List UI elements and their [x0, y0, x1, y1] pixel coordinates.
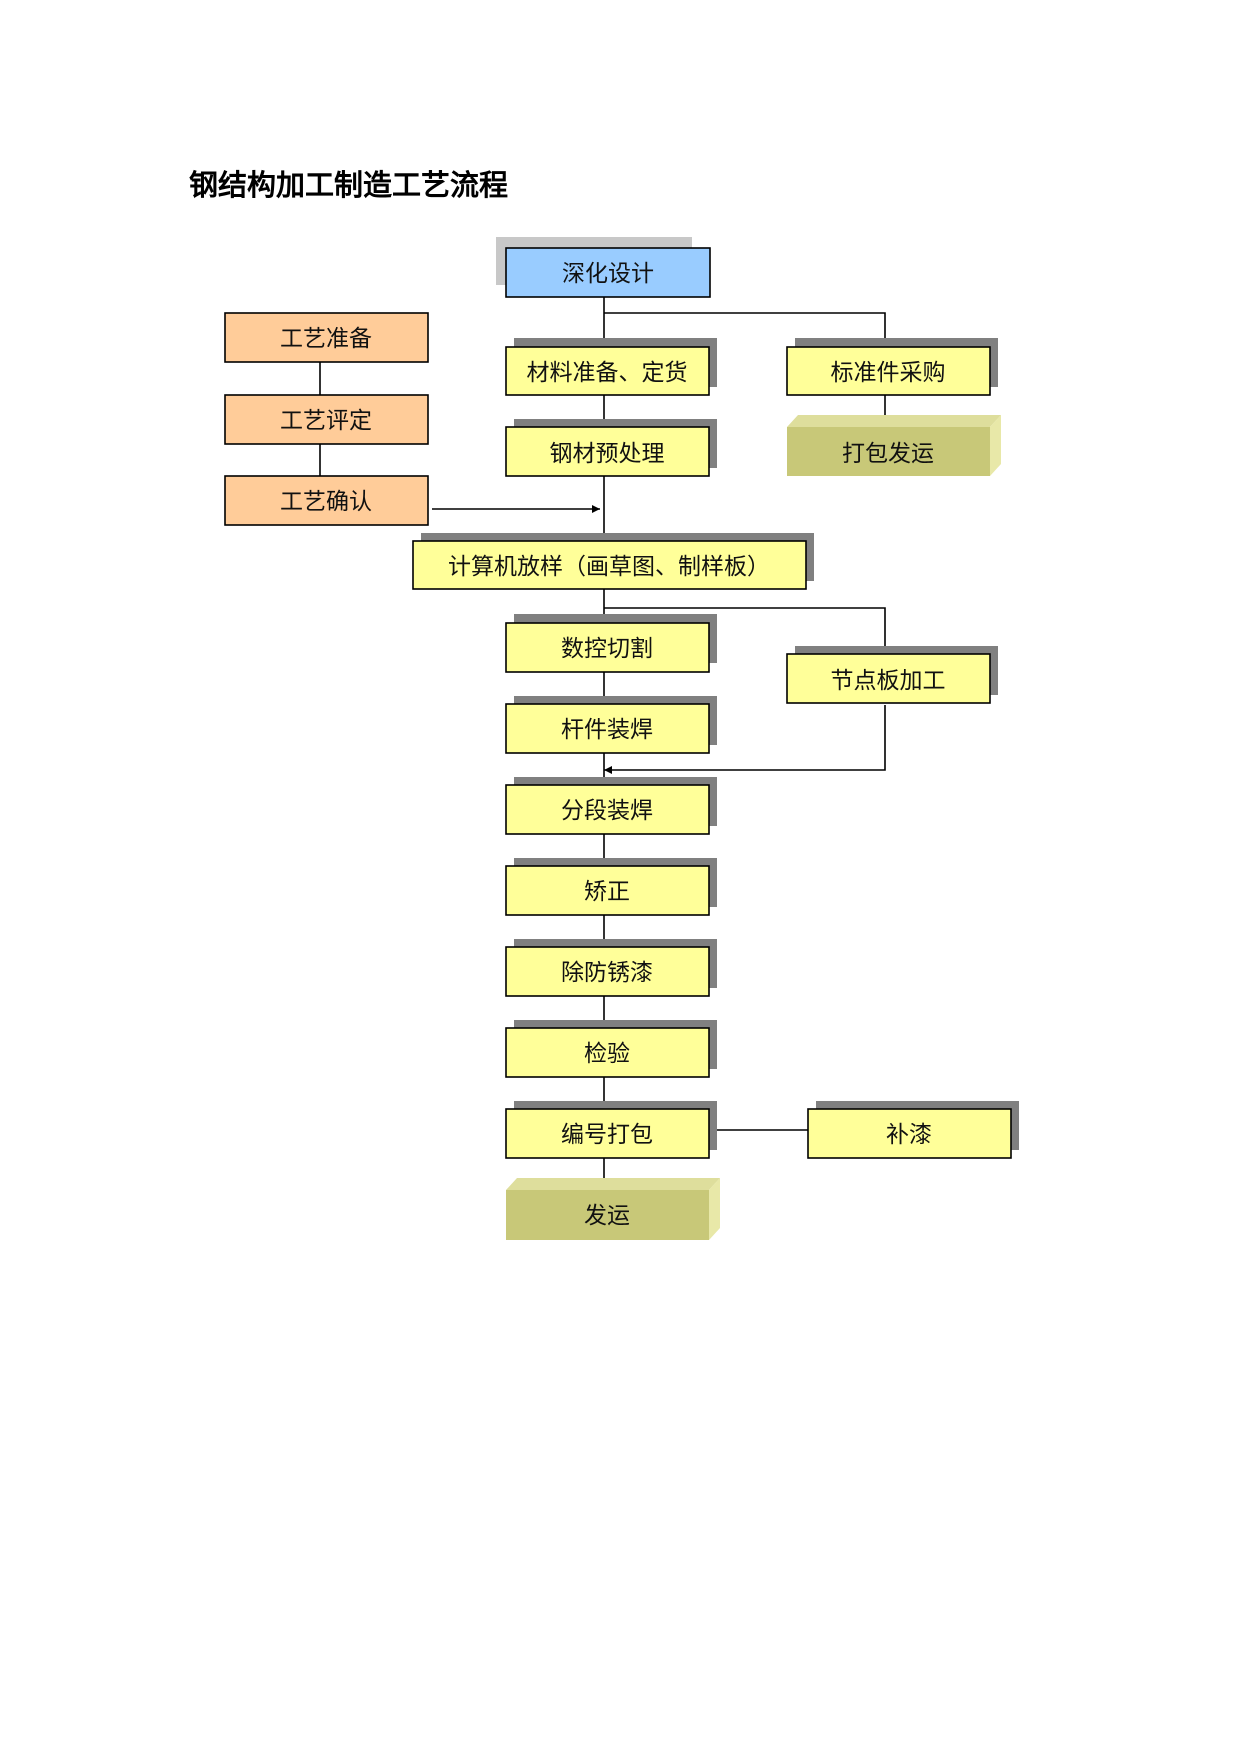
node-label: 材料准备、定货 — [527, 360, 688, 386]
node-label: 工艺评定 — [280, 408, 372, 434]
node-label: 计算机放样（画草图、制样板） — [448, 554, 770, 580]
node-label: 钢材预处理 — [550, 441, 665, 467]
node-node-plate: 节点板加工 — [786, 646, 998, 704]
node-label: 编号打包 — [561, 1122, 653, 1148]
node-label: 发运 — [584, 1203, 630, 1229]
node-label: 工艺准备 — [280, 326, 372, 352]
node-straighten: 矫正 — [505, 858, 717, 916]
node-label: 打包发运 — [842, 441, 934, 467]
node-member-weld: 杆件装焊 — [505, 696, 717, 754]
node-anti-rust: 除防锈漆 — [505, 939, 717, 997]
node-label: 分段装焊 — [561, 798, 653, 824]
node-label: 标准件采购 — [831, 360, 946, 386]
node-label: 杆件装焊 — [561, 717, 653, 743]
node-label: 除防锈漆 — [561, 960, 653, 986]
node-standard-purchase: 标准件采购 — [786, 338, 998, 396]
node-computer-layout: 计算机放样（画草图、制样板） — [412, 533, 814, 590]
node-label: 数控切割 — [561, 636, 653, 662]
page-title: 钢结构加工制造工艺流程 — [189, 168, 509, 202]
node-label: 补漆 — [886, 1122, 932, 1148]
node-process-eval: 工艺评定 — [224, 394, 429, 445]
node-ship: 发运 — [506, 1178, 720, 1240]
node-pack-ship-std: 打包发运 — [787, 415, 1001, 476]
connector-design-standard — [604, 312, 886, 347]
node-material-prep: 材料准备、定货 — [505, 338, 717, 396]
node-label: 矫正 — [584, 879, 630, 905]
node-cnc-cutting: 数控切割 — [505, 614, 717, 673]
node-process-confirm: 工艺确认 — [224, 475, 429, 526]
arrow-nodeplate-to-main — [604, 705, 886, 774]
node-segment-weld: 分段装焊 — [505, 777, 717, 835]
node-inspection: 检验 — [505, 1020, 717, 1078]
node-label: 节点板加工 — [831, 668, 946, 694]
node-label: 深化设计 — [562, 261, 654, 287]
node-touch-up: 补漆 — [807, 1101, 1019, 1159]
node-label: 工艺确认 — [280, 489, 372, 515]
node-label: 检验 — [584, 1041, 630, 1067]
node-detail-design: 深化设计 — [496, 237, 711, 298]
node-number-pack: 编号打包 — [505, 1101, 717, 1159]
node-steel-pretreat: 钢材预处理 — [505, 419, 717, 477]
arrow-layout-to-nodeplate — [604, 607, 889, 654]
node-process-prep: 工艺准备 — [224, 312, 429, 363]
